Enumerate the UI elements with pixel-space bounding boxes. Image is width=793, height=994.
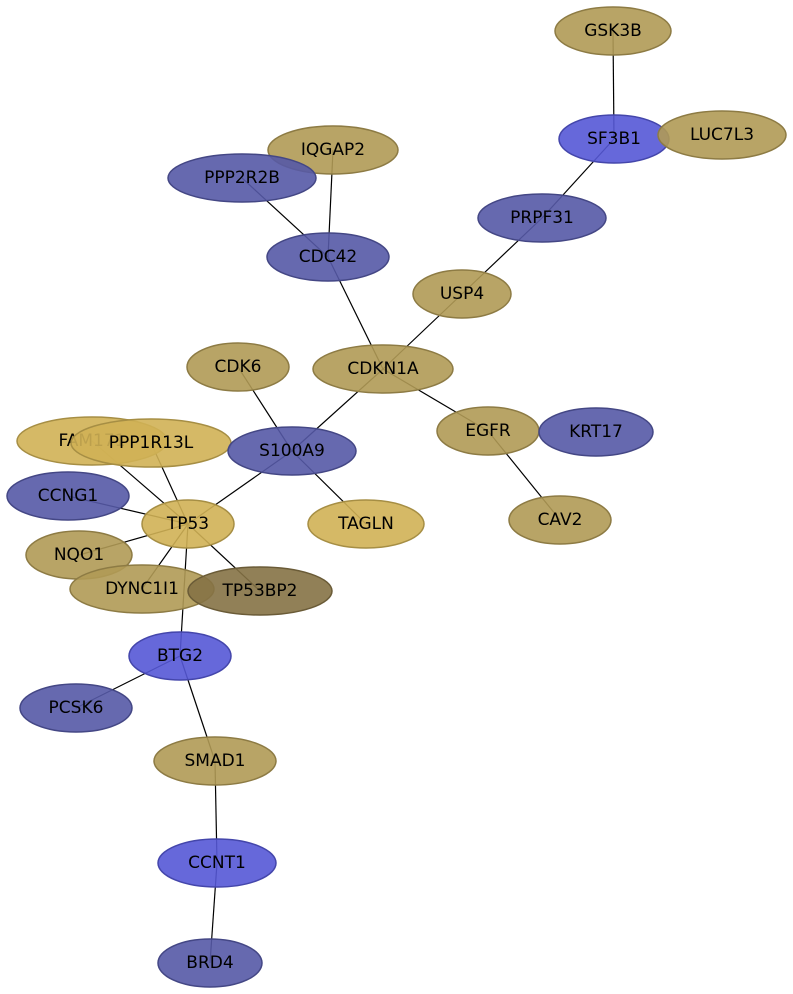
node-cdkn1a[interactable]: CDKN1A <box>312 344 454 394</box>
node-ellipse <box>307 499 425 549</box>
node-cav2[interactable]: CAV2 <box>508 495 612 545</box>
node-tagln[interactable]: TAGLN <box>307 499 425 549</box>
node-label: DYNC1I1 <box>105 579 179 599</box>
node-ellipse <box>267 125 399 175</box>
node-label: TP53BP2 <box>222 581 298 601</box>
node-ellipse <box>538 407 654 457</box>
node-label: PCSK6 <box>49 698 104 718</box>
node-ccng1[interactable]: CCNG1 <box>6 471 130 521</box>
node-label: SMAD1 <box>185 751 246 771</box>
node-ellipse <box>153 736 277 786</box>
node-prpf31[interactable]: PRPF31 <box>477 193 607 243</box>
node-label: BRD4 <box>186 953 233 973</box>
node-ellipse <box>141 499 235 549</box>
node-ellipse <box>266 232 390 282</box>
node-ellipse <box>167 153 317 203</box>
node-label: CAV2 <box>538 510 583 530</box>
node-ellipse <box>477 193 607 243</box>
node-luc7l3[interactable]: LUC7L3 <box>657 110 787 160</box>
node-label: CDKN1A <box>347 359 419 379</box>
node-ellipse <box>508 495 612 545</box>
node-usp4[interactable]: USP4 <box>412 269 512 319</box>
node-ellipse <box>128 631 232 681</box>
node-label: PPP2R2B <box>204 168 280 188</box>
node-nqo1[interactable]: NQO1 <box>25 530 133 580</box>
node-ellipse <box>412 269 512 319</box>
node-label: USP4 <box>440 284 484 304</box>
node-label: EGFR <box>465 421 511 441</box>
node-ellipse <box>657 110 787 160</box>
node-label: LUC7L3 <box>690 125 754 145</box>
node-label: PRPF31 <box>510 208 574 228</box>
node-ppp2r2b[interactable]: PPP2R2B <box>167 153 317 203</box>
node-iqgap2[interactable]: IQGAP2 <box>267 125 399 175</box>
node-cdk6[interactable]: CDK6 <box>186 342 290 392</box>
node-label: CDK6 <box>215 357 262 377</box>
node-label: GSK3B <box>584 21 642 41</box>
node-label: CDC42 <box>299 247 357 267</box>
node-ellipse <box>312 344 454 394</box>
node-tp53bp2[interactable]: TP53BP2 <box>187 566 333 616</box>
node-pcsk6[interactable]: PCSK6 <box>19 683 133 733</box>
node-label: PPP1R13L <box>109 433 194 453</box>
node-ellipse <box>6 471 130 521</box>
node-label: CCNT1 <box>188 853 246 873</box>
node-gsk3b[interactable]: GSK3B <box>554 6 672 56</box>
node-ppp1r13l[interactable]: PPP1R13L <box>70 418 232 468</box>
node-label: S100A9 <box>259 441 325 461</box>
node-label: NQO1 <box>54 545 104 565</box>
node-dync1i1[interactable]: DYNC1I1 <box>69 564 215 614</box>
node-ellipse <box>157 838 277 888</box>
node-label: BTG2 <box>157 646 203 666</box>
node-ccnt1[interactable]: CCNT1 <box>157 838 277 888</box>
node-label: SF3B1 <box>587 129 641 149</box>
node-label: IQGAP2 <box>301 140 365 160</box>
node-sf3b1[interactable]: SF3B1 <box>558 114 670 164</box>
node-label: KRT17 <box>569 422 623 442</box>
node-cdc42[interactable]: CDC42 <box>266 232 390 282</box>
node-ellipse <box>19 683 133 733</box>
node-label: TAGLN <box>337 514 394 534</box>
node-ellipse <box>157 938 263 988</box>
node-egfr[interactable]: EGFR <box>436 406 540 456</box>
node-ellipse <box>186 342 290 392</box>
node-krt17[interactable]: KRT17 <box>538 407 654 457</box>
node-s100a9[interactable]: S100A9 <box>227 426 357 476</box>
node-brd4[interactable]: BRD4 <box>157 938 263 988</box>
node-btg2[interactable]: BTG2 <box>128 631 232 681</box>
node-ellipse <box>187 566 333 616</box>
node-label: TP53 <box>166 514 209 534</box>
node-ellipse <box>227 426 357 476</box>
node-tp53[interactable]: TP53 <box>141 499 235 549</box>
node-smad1[interactable]: SMAD1 <box>153 736 277 786</box>
node-ellipse <box>554 6 672 56</box>
node-label: CCNG1 <box>38 486 98 506</box>
